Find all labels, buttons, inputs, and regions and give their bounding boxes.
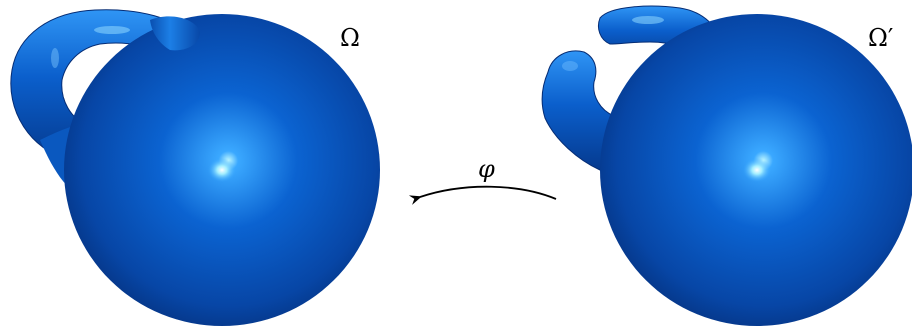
right-hook-shine xyxy=(632,16,664,24)
left-specular xyxy=(208,158,236,182)
left-shape-omega xyxy=(10,9,380,326)
left-handle-shine-2 xyxy=(51,48,59,68)
left-handle-top xyxy=(150,16,200,51)
left-handle-shine xyxy=(94,26,130,34)
mapping-arrow xyxy=(408,185,557,205)
left-shape-label: Ω xyxy=(340,24,360,52)
right-specular xyxy=(743,158,771,182)
right-lower-hook xyxy=(541,50,615,171)
mapping-label: φ xyxy=(478,155,495,183)
right-shape-omega-prime xyxy=(541,5,912,326)
right-hook-shine-2 xyxy=(562,61,578,71)
right-shape-label: Ω′ xyxy=(868,24,893,52)
